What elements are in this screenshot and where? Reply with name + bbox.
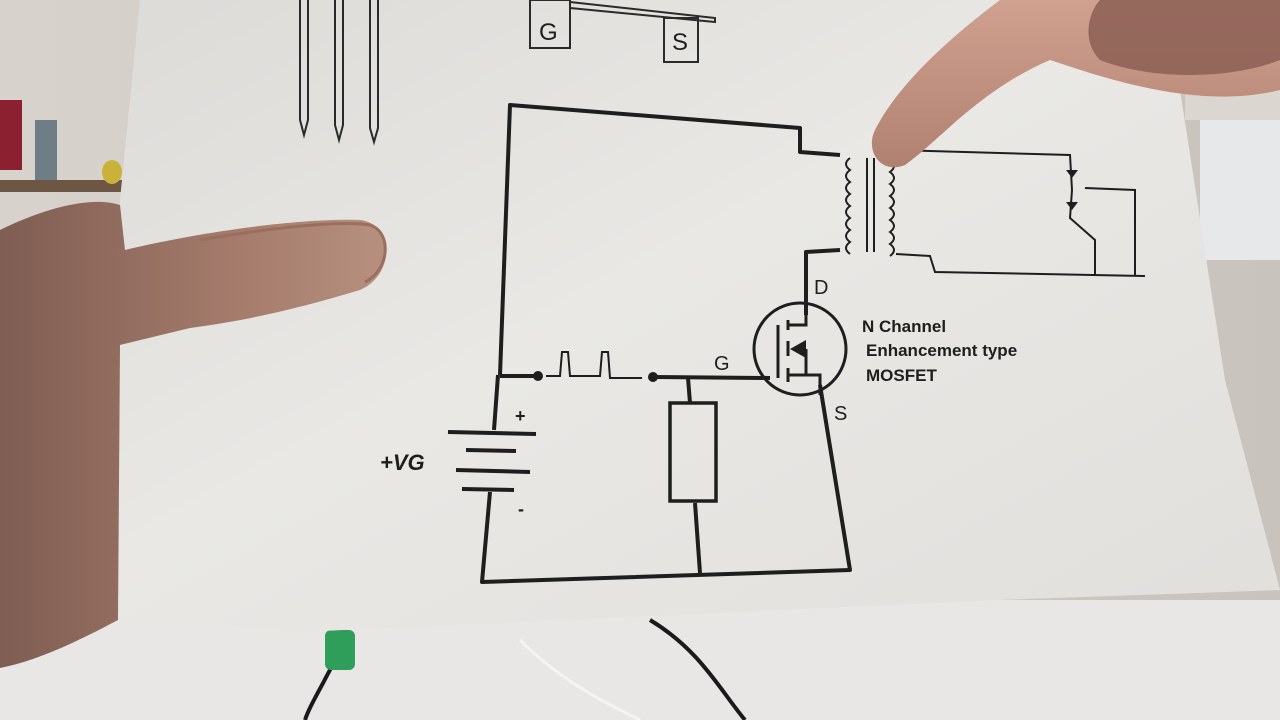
cable-black [648,618,747,720]
source-label: S [834,403,847,425]
mosfet-symbol [752,300,848,397]
holding-hand-left [0,201,387,668]
diode-icon-1 [1066,170,1078,178]
battery-minus-sign: - [518,499,524,519]
circuit-wiring [480,103,852,584]
battery-symbol [447,430,537,492]
pulse-node-left [533,371,543,381]
shelf-left [0,180,125,192]
drain-label: D [814,277,828,299]
diode-icon-2 [1066,202,1078,210]
mosfet-arrow-icon [790,340,806,358]
mosfet-caption-line2: Enhancement type [866,341,1017,360]
battery-voltage-label: +VG [380,450,425,475]
battery-plus-sign: + [515,406,526,426]
package-pin-source-label: S [672,29,688,56]
shelf-item-red [0,100,22,170]
transformer-symbol [845,149,1146,277]
mosfet-caption-line1: N Channel [862,317,946,336]
gate-label: G [714,353,730,375]
package-pin-gate-label: G [539,19,558,46]
pointing-hand-right [871,0,1280,168]
cable-white [518,638,641,720]
shelf-item-bottle [35,120,57,180]
mosfet-package-drawing [299,0,716,146]
gate-resistor [668,401,718,503]
paper-sheet [115,0,1280,632]
shelf-item-yellow [102,160,122,184]
mosfet-caption-line3: MOSFET [866,366,937,385]
alligator-clip-green [325,630,355,670]
pulse-signal-symbol [546,351,642,379]
pulse-node-right [648,372,658,382]
